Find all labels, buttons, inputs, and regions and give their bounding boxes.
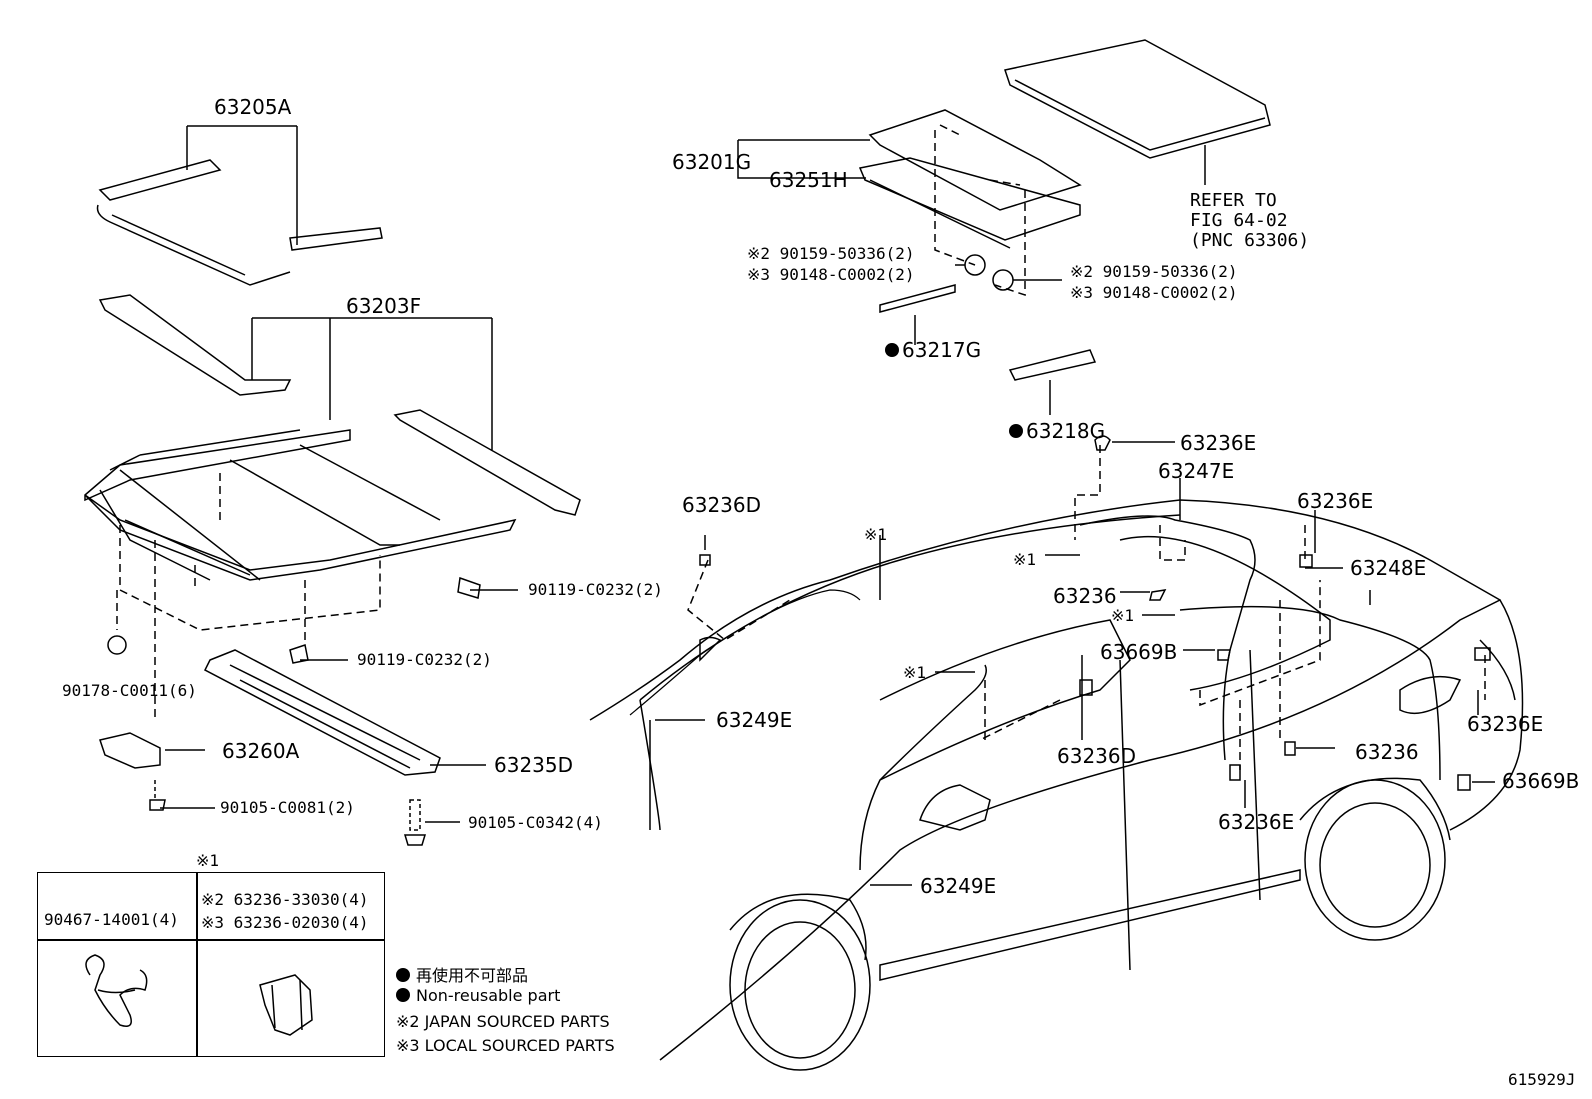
label-note1-d: ※1 (903, 663, 927, 682)
label-90105-a[interactable]: 90105-C0081(2) (220, 798, 355, 817)
legend-table (37, 872, 385, 1057)
sunshade-drawing (96, 159, 383, 286)
label-90105-b[interactable]: 90105-C0342(4) (468, 813, 603, 832)
label-63249e-b[interactable]: 63249E (920, 874, 997, 898)
label-63236-b[interactable]: 63236 (1355, 740, 1419, 764)
label-63247e[interactable]: 63247E (1158, 459, 1235, 483)
label-note1-b: ※1 (1013, 550, 1037, 569)
note-nonreusable: Non-reusable part (396, 986, 560, 1005)
label-90148-right[interactable]: ※3 90148-C0002(2) (1070, 283, 1238, 302)
refer-line-3: (PNC 63306) (1190, 230, 1310, 251)
label-63203f[interactable]: 63203F (346, 294, 422, 318)
label-90119-a[interactable]: 90119-C0232(2) (528, 580, 663, 599)
label-note1-a: ※1 (864, 525, 888, 544)
label-90159-left[interactable]: ※2 90159-50336(2) (747, 244, 915, 263)
label-63249e-a[interactable]: 63249E (716, 708, 793, 732)
label-63217g[interactable]: 63217G (902, 338, 982, 362)
label-63205a[interactable]: 63205A (214, 95, 292, 119)
label-90178[interactable]: 90178-C0011(6) (62, 681, 197, 700)
label-63235d[interactable]: 63235D (494, 753, 574, 777)
label-63236e-right1[interactable]: 63236E (1297, 489, 1374, 513)
label-63669b-b[interactable]: 63669B (1502, 769, 1580, 793)
figure-id: 615929J (1508, 1070, 1576, 1089)
label-63236e-bottom[interactable]: 63236E (1218, 810, 1295, 834)
label-63248e[interactable]: 63248E (1350, 556, 1427, 580)
label-note1-c: ※1 (1111, 606, 1135, 625)
label-63236d-top[interactable]: 63236D (682, 493, 762, 517)
refer-line-1: REFER TO (1190, 190, 1277, 211)
label-63218g[interactable]: 63218G (1026, 419, 1106, 443)
bullet-icon (396, 968, 410, 982)
label-63236d-b[interactable]: 63236D (1057, 744, 1137, 768)
legend-japan-part[interactable]: ※2 63236-33030(4) (201, 890, 369, 909)
label-90148-left[interactable]: ※3 90148-C0002(2) (747, 265, 915, 284)
label-63236e-top[interactable]: 63236E (1180, 431, 1257, 455)
label-63236-a[interactable]: 63236 (1053, 584, 1117, 608)
refer-line-2: FIG 64-02 (1190, 210, 1288, 231)
label-63201g[interactable]: 63201G (672, 150, 752, 174)
sunroof-frame-drawing (84, 409, 581, 581)
label-90159-right[interactable]: ※2 90159-50336(2) (1070, 262, 1238, 281)
legend-clip-part[interactable]: 90467-14001(4) (44, 910, 179, 929)
label-63669b-a[interactable]: 63669B (1100, 640, 1178, 664)
note-local-sourced: ※3 LOCAL SOURCED PARTS (396, 1036, 615, 1055)
label-90119-b[interactable]: 90119-C0232(2) (357, 650, 492, 669)
note-jp-nonreusable: 再使用不可部品 (396, 962, 528, 986)
legend-local-part[interactable]: ※3 63236-02030(4) (201, 913, 369, 932)
note-japan-sourced: ※2 JAPAN SOURCED PARTS (396, 1012, 610, 1031)
label-63251h[interactable]: 63251H (769, 168, 848, 192)
bullet-icon (396, 988, 410, 1002)
label-63260a[interactable]: 63260A (222, 739, 300, 763)
legend-mark: ※1 (196, 851, 220, 870)
label-63236e-right2[interactable]: 63236E (1467, 712, 1544, 736)
